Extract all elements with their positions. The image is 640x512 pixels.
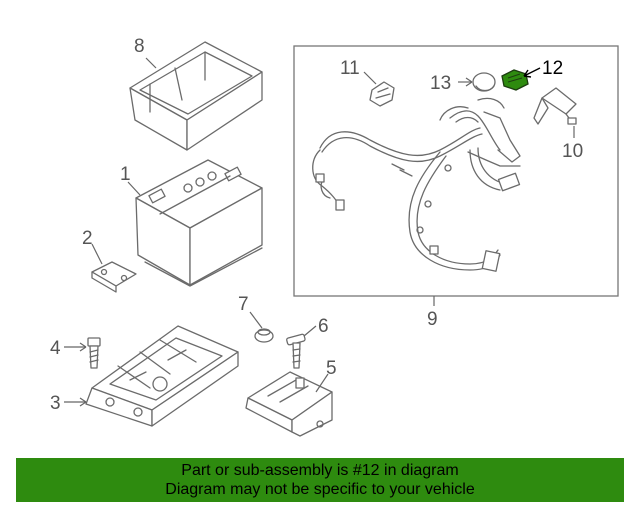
leader-6 bbox=[303, 325, 317, 337]
part-3-battery-tray[interactable] bbox=[85, 325, 239, 427]
callout-12: 12 bbox=[542, 58, 563, 79]
leader-5 bbox=[315, 373, 329, 393]
callout-5: 5 bbox=[326, 358, 337, 379]
callout-4: 4 bbox=[50, 338, 61, 359]
part-10-connector[interactable] bbox=[533, 87, 577, 125]
part-4-bolt[interactable] bbox=[87, 337, 101, 369]
leader-11 bbox=[363, 71, 377, 85]
part-6-stud-bolt[interactable] bbox=[286, 333, 306, 369]
callout-9: 9 bbox=[427, 309, 438, 330]
leader-1 bbox=[127, 181, 141, 196]
part-9-wiring-harness[interactable] bbox=[312, 97, 521, 272]
part-2-hold-down-bracket[interactable] bbox=[91, 261, 137, 293]
banner-line-2: Diagram may not be specific to your vehi… bbox=[165, 481, 475, 498]
leader-2 bbox=[91, 243, 103, 265]
part-7-nut[interactable] bbox=[254, 328, 274, 343]
parts-diagram: 8 1 2 4 bbox=[50, 36, 619, 437]
callout-8: 8 bbox=[134, 36, 145, 57]
callout-7: 7 bbox=[238, 294, 249, 315]
part-12-connector-highlighted[interactable] bbox=[501, 69, 529, 91]
callout-2: 2 bbox=[82, 228, 93, 249]
leader-7 bbox=[249, 311, 263, 329]
leader-12 bbox=[523, 67, 541, 77]
part-9-group-frame bbox=[293, 45, 619, 297]
callout-13: 13 bbox=[430, 73, 451, 94]
info-banner: Part or sub-assembly is #12 in diagram D… bbox=[16, 458, 624, 502]
part-8-battery-cover[interactable] bbox=[129, 41, 263, 151]
part-11-clip[interactable] bbox=[369, 81, 395, 107]
leader-8 bbox=[145, 57, 157, 69]
callout-10: 10 bbox=[562, 141, 583, 162]
part-5-bracket[interactable] bbox=[245, 371, 333, 437]
callout-6: 6 bbox=[318, 316, 329, 337]
callout-1: 1 bbox=[120, 164, 131, 185]
part-1-battery[interactable] bbox=[135, 159, 263, 287]
callout-11: 11 bbox=[340, 58, 360, 79]
part-13-cap[interactable] bbox=[472, 72, 496, 92]
callout-3: 3 bbox=[50, 393, 61, 414]
banner-line-1: Part or sub-assembly is #12 in diagram bbox=[181, 462, 459, 479]
